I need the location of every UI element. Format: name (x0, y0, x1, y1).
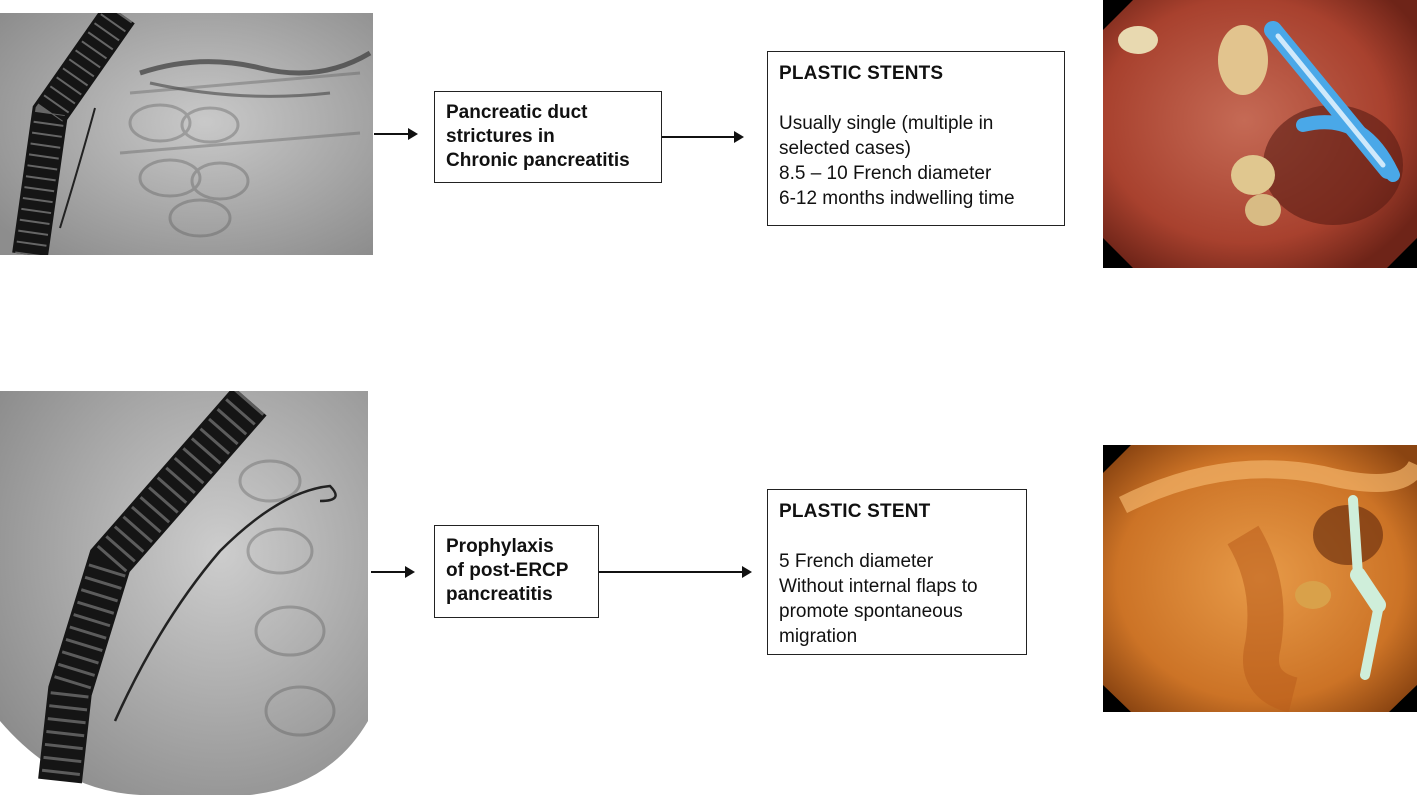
condition-box-post-ercp: Prophylaxis of post-ERCP pancreatitis (434, 525, 599, 618)
stent-detail: Without internal flaps to (779, 576, 978, 597)
condition-line: Prophylaxis (446, 536, 554, 557)
condition-line: Chronic pancreatitis (446, 150, 630, 171)
stent-detail: 6-12 months indwelling time (779, 188, 1015, 209)
stent-box-plastic-stent: PLASTIC STENT 5 French diameter Without … (767, 489, 1027, 655)
stent-detail: selected cases) (779, 138, 912, 159)
stent-detail: 5 French diameter (779, 551, 934, 572)
arrow-to-condition-2 (371, 566, 415, 578)
condition-line: strictures in (446, 126, 555, 147)
endoscopy-image-top (1103, 0, 1417, 268)
condition-box-chronic-pancreatitis: Pancreatic duct strictures in Chronic pa… (434, 91, 662, 183)
arrow-to-stent-1 (662, 131, 744, 143)
endoscopy-image-bottom (1103, 445, 1417, 712)
condition-line: pancreatitis (446, 584, 553, 605)
stent-title: PLASTIC STENT (779, 501, 931, 522)
arrow-to-stent-2 (599, 566, 752, 578)
condition-line: Pancreatic duct (446, 102, 588, 123)
stent-detail: 8.5 – 10 French diameter (779, 163, 992, 184)
arrow-to-condition-1 (374, 128, 418, 140)
stent-detail: migration (779, 626, 858, 647)
fluoroscopy-image-bottom (0, 391, 368, 795)
condition-line: of post-ERCP (446, 560, 569, 581)
fluoroscopy-image-top (0, 13, 373, 255)
stent-title: PLASTIC STENTS (779, 63, 944, 84)
stent-detail: promote spontaneous (779, 601, 963, 622)
stent-detail: Usually single (multiple in (779, 113, 994, 134)
stent-box-plastic-stents: PLASTIC STENTS Usually single (multiple … (767, 51, 1065, 226)
